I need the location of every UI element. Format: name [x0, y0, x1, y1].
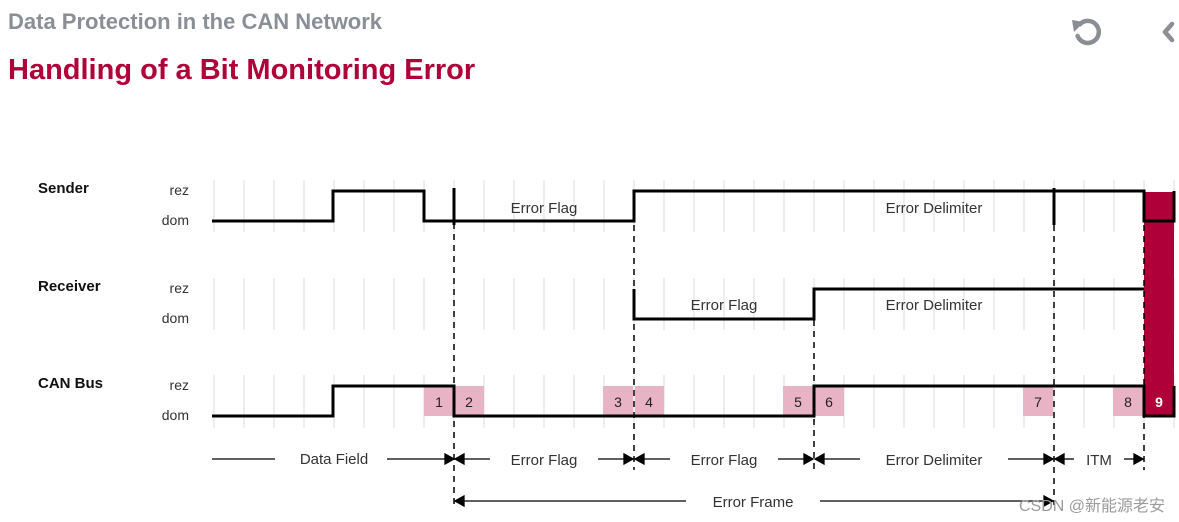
segment-data-field: Data Field: [300, 451, 368, 468]
back-button[interactable]: [1156, 14, 1179, 50]
bit-marker-box: [815, 386, 844, 416]
bit-marker-box: [635, 386, 664, 416]
receiver-error-flag-label: Error Flag: [691, 297, 758, 314]
bit-marker-box: [783, 386, 813, 416]
canbus-dom-label: dom: [162, 407, 189, 423]
bit-marker-box: [603, 386, 633, 416]
bit-marker-2: 2: [465, 394, 473, 410]
bit-marker-box: [1113, 386, 1143, 416]
segment-error-flag-2: Error Flag: [691, 452, 758, 469]
bit-marker-9: 9: [1155, 394, 1163, 410]
segment-itm: ITM: [1086, 452, 1112, 469]
sender-error-flag-label: Error Flag: [511, 200, 578, 217]
sender-dom-label: dom: [162, 212, 189, 228]
sender-signal: [212, 189, 1176, 223]
chevron-left-icon: [1162, 21, 1175, 43]
bit-marker-4: 4: [645, 394, 653, 410]
page-title: Handling of a Bit Monitoring Error: [8, 54, 476, 86]
row-label-sender: Sender: [38, 180, 89, 197]
bit-marker-box: [1023, 386, 1053, 416]
sender-error-delimiter-label: Error Delimiter: [886, 200, 983, 217]
refresh-button[interactable]: [1068, 12, 1108, 52]
bit-marker-6: 6: [825, 394, 833, 410]
refresh-icon: [1072, 18, 1102, 46]
receiver-dom-label: dom: [162, 310, 189, 326]
bit-marker-7: 7: [1034, 394, 1042, 410]
segment-error-delimiter: Error Delimiter: [886, 452, 983, 469]
receiver-signal: [632, 287, 1144, 321]
row-label-canbus: CAN Bus: [38, 375, 103, 392]
sender-rez-label: rez: [170, 182, 189, 198]
overload-bar: [1144, 192, 1174, 416]
error-frame-label: Error Frame: [713, 494, 794, 511]
time-guides: [453, 190, 1145, 505]
canbus-signal: [212, 384, 1176, 418]
bit-marker-1: 1: [435, 394, 443, 410]
breadcrumb: Data Protection in the CAN Network: [8, 9, 383, 34]
receiver-rez-label: rez: [170, 280, 189, 296]
segment-error-flag-1: Error Flag: [511, 452, 578, 469]
bit-marker-5: 5: [794, 394, 802, 410]
row-label-receiver: Receiver: [38, 278, 101, 295]
bit-marker-box: [455, 386, 484, 416]
bit-marker-box: [424, 386, 454, 416]
receiver-error-delimiter-label: Error Delimiter: [886, 297, 983, 314]
bit-marker-8: 8: [1124, 394, 1132, 410]
canbus-rez-label: rez: [170, 377, 189, 393]
bit-marker-3: 3: [614, 394, 622, 410]
watermark: CSDN @新能源老安: [1018, 498, 1165, 515]
